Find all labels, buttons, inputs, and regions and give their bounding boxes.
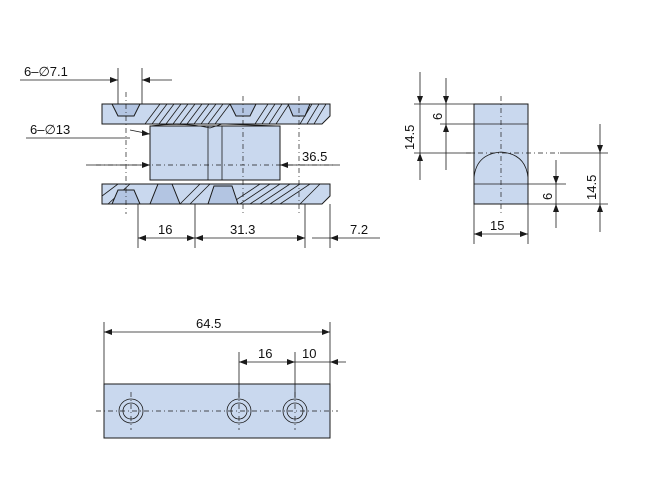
dim-15: 15 [490, 218, 504, 233]
dim-6-right: 6 [540, 193, 555, 200]
bottom-countersink-2 [149, 183, 181, 205]
dim-36-5: 36.5 [302, 149, 327, 164]
hole-small-label: 6–∅7.1 [24, 64, 68, 79]
front-view: 6–∅7.1 6–∅13 36.5 16 31.3 7.2 [20, 64, 380, 248]
dim-10: 10 [302, 346, 316, 361]
hole-outer-1 [118, 398, 144, 424]
top-countersink-1 [111, 103, 141, 117]
top-plate-hatching [144, 104, 327, 124]
bottom-countersink-3 [207, 185, 239, 205]
dim-7-2: 7.2 [350, 222, 368, 237]
middle-block [149, 125, 281, 181]
plan-view: 64.5 16 10 [96, 316, 346, 439]
hole-outer-2 [226, 398, 252, 424]
dim-14-5-right: 14.5 [584, 175, 599, 200]
dim-14-5-left: 14.5 [402, 125, 417, 150]
dim-16-plan: 16 [258, 346, 272, 361]
hole-outer-3 [282, 398, 308, 424]
dim-16-front: 16 [158, 222, 172, 237]
dim-6-left: 6 [430, 113, 445, 120]
dim-31-3: 31.3 [230, 222, 255, 237]
dim-64-5: 64.5 [196, 316, 221, 331]
side-view: 14.5 6 6 14.5 15 [402, 72, 608, 244]
hole-large-label: 6–∅13 [30, 122, 70, 137]
